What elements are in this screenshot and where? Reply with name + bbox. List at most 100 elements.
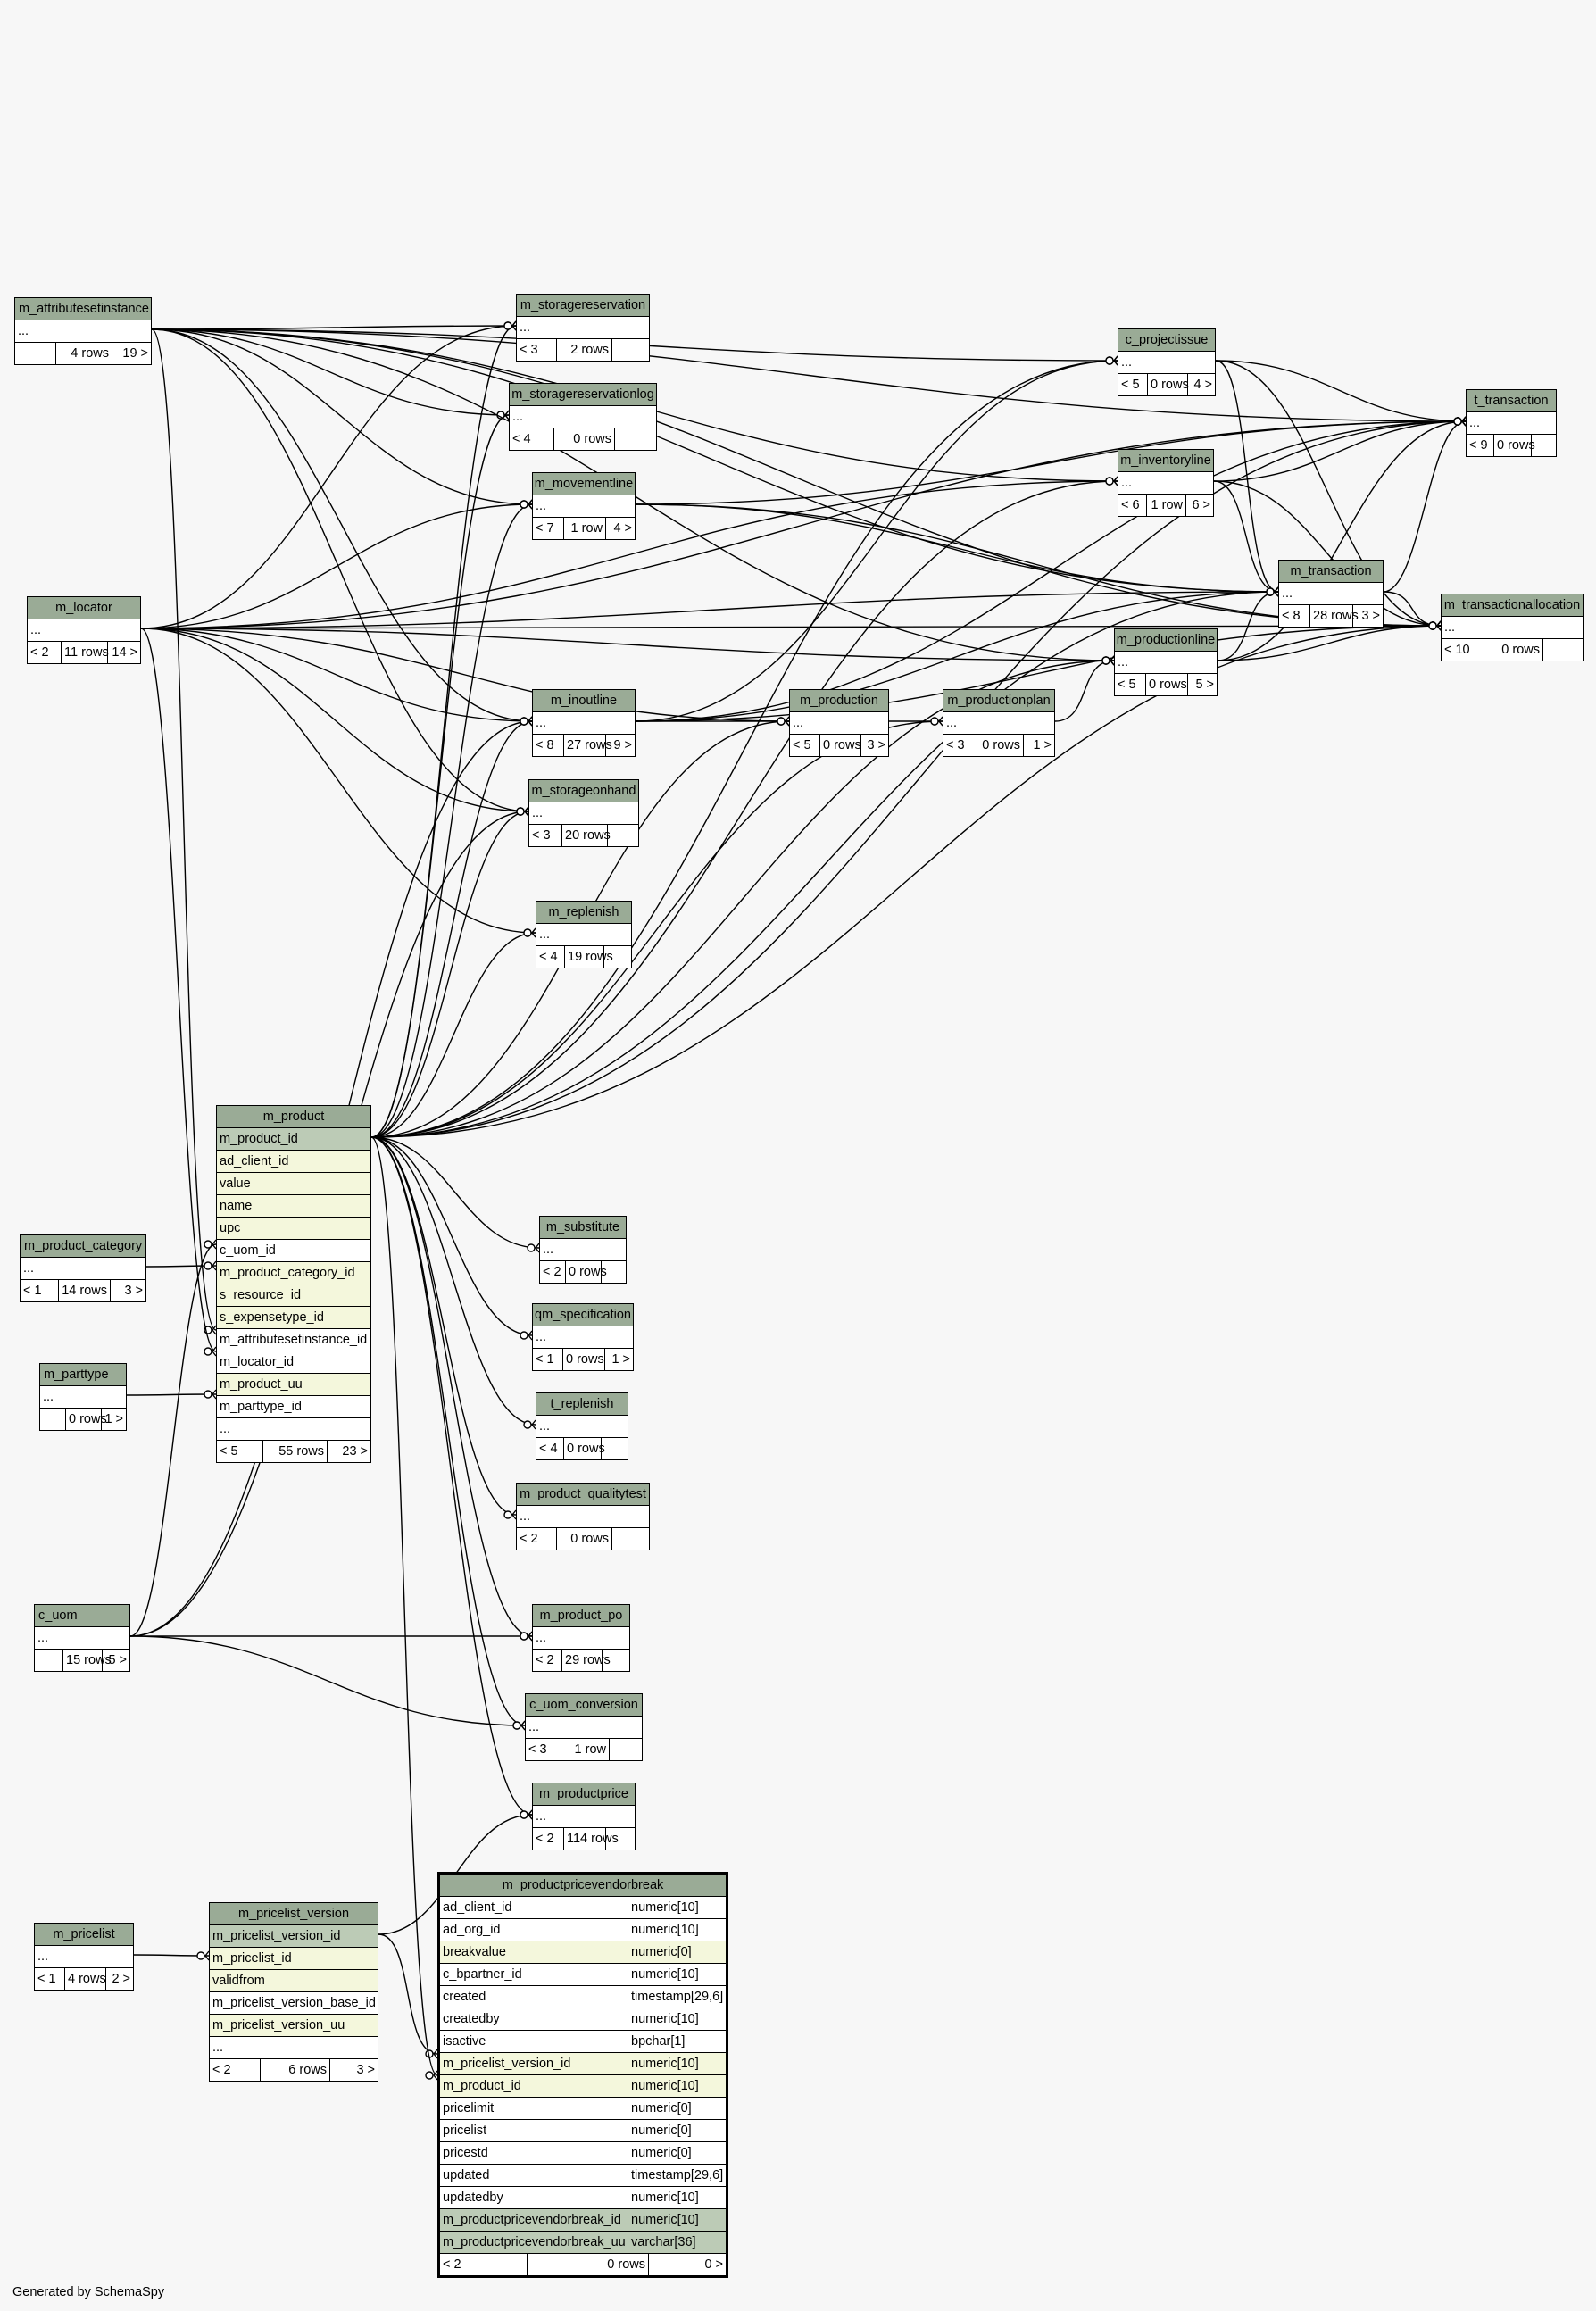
many-end-marker <box>528 1330 533 1341</box>
column-row: ... <box>533 495 635 518</box>
footer-cell <box>609 1739 642 1760</box>
column-type: numeric[10] <box>628 2008 726 2030</box>
column-name: updated <box>443 2168 490 2182</box>
table-header: m_inventoryline <box>1118 450 1213 472</box>
column-name: ad_org_id <box>443 1923 501 1937</box>
footer-cell: < 2 <box>536 1653 554 1667</box>
table-header: c_uom_conversion <box>526 1694 642 1717</box>
table-header: m_product_po <box>533 1605 629 1627</box>
edge-m-product-m-product-po <box>370 1136 533 1637</box>
optional-end-marker <box>520 1632 528 1641</box>
column-name: ... <box>536 499 547 513</box>
column-row: m_pricelist_version_uu <box>210 2015 378 2037</box>
column-row: m_pricelist_version_base_id <box>210 1992 378 2015</box>
many-end-marker <box>524 806 529 817</box>
table-header: m_replenish <box>536 902 631 924</box>
column-row: ... <box>1279 583 1383 605</box>
edge-plan-line <box>1054 660 1115 722</box>
column-type: numeric[10] <box>628 2053 726 2074</box>
footer-cell: 14 > <box>107 642 140 663</box>
column-name: ... <box>528 1720 540 1734</box>
column-name: m_product_id <box>220 1132 298 1146</box>
optional-end-marker <box>1101 656 1110 665</box>
column-name: ... <box>536 1631 547 1645</box>
edge-asi-m-storageonhand <box>151 328 529 812</box>
footer-cell: 1 > <box>604 1349 633 1370</box>
footer-cell: < 2 <box>543 1265 561 1279</box>
footer-cell: 3 > <box>1352 605 1383 627</box>
many-end-marker <box>1461 416 1467 427</box>
column-name: s_expensetype_id <box>220 1310 324 1325</box>
footer-cell: 4 rows <box>64 1968 106 1990</box>
optional-end-marker <box>527 1243 536 1252</box>
footer-cell: 4 rows <box>55 343 112 364</box>
many-end-marker <box>528 716 533 727</box>
footer-cell: < 10 <box>1444 643 1470 657</box>
optional-end-marker <box>204 1261 212 1270</box>
optional-end-marker <box>1266 587 1275 596</box>
footer-cell: 0 rows <box>819 735 861 756</box>
column-name: ... <box>1121 355 1133 370</box>
column-row: m_locator_id <box>217 1351 370 1374</box>
optional-end-marker <box>503 321 512 330</box>
table-header: m_productprice <box>533 1783 635 1806</box>
table-header: m_inoutline <box>533 690 635 712</box>
footer-cell: < 7 <box>536 521 554 536</box>
column-name: ... <box>1282 586 1293 601</box>
footer-cell: 0 > <box>648 2254 726 2275</box>
column-type: numeric[0] <box>628 2120 726 2141</box>
column-row: upc <box>217 1218 370 1240</box>
column-name: ... <box>220 1422 231 1436</box>
edge-c-projectissue-t-transaction <box>1215 360 1467 422</box>
footer-cell: 19 rows <box>564 946 613 968</box>
optional-end-marker <box>516 807 525 816</box>
column-name: ... <box>946 716 958 730</box>
footer-cell: < 4 <box>512 432 531 446</box>
column-type: numeric[10] <box>628 1964 726 1985</box>
footer-cell: 2 > <box>105 1968 133 1990</box>
column-name: createdby <box>443 2012 500 2026</box>
column-type: numeric[10] <box>628 2075 726 2097</box>
many-end-marker <box>511 320 517 331</box>
edge-asi-m-transactionallocation <box>151 328 1442 627</box>
table-header: m_product_category <box>21 1235 145 1258</box>
column-name: ad_client_id <box>220 1154 289 1168</box>
edge-uom-m-product <box>129 1243 217 1637</box>
column-row: m_pricelist_version_id <box>210 1925 378 1948</box>
many-end-marker <box>212 1325 217 1335</box>
column-row: name <box>217 1195 370 1218</box>
